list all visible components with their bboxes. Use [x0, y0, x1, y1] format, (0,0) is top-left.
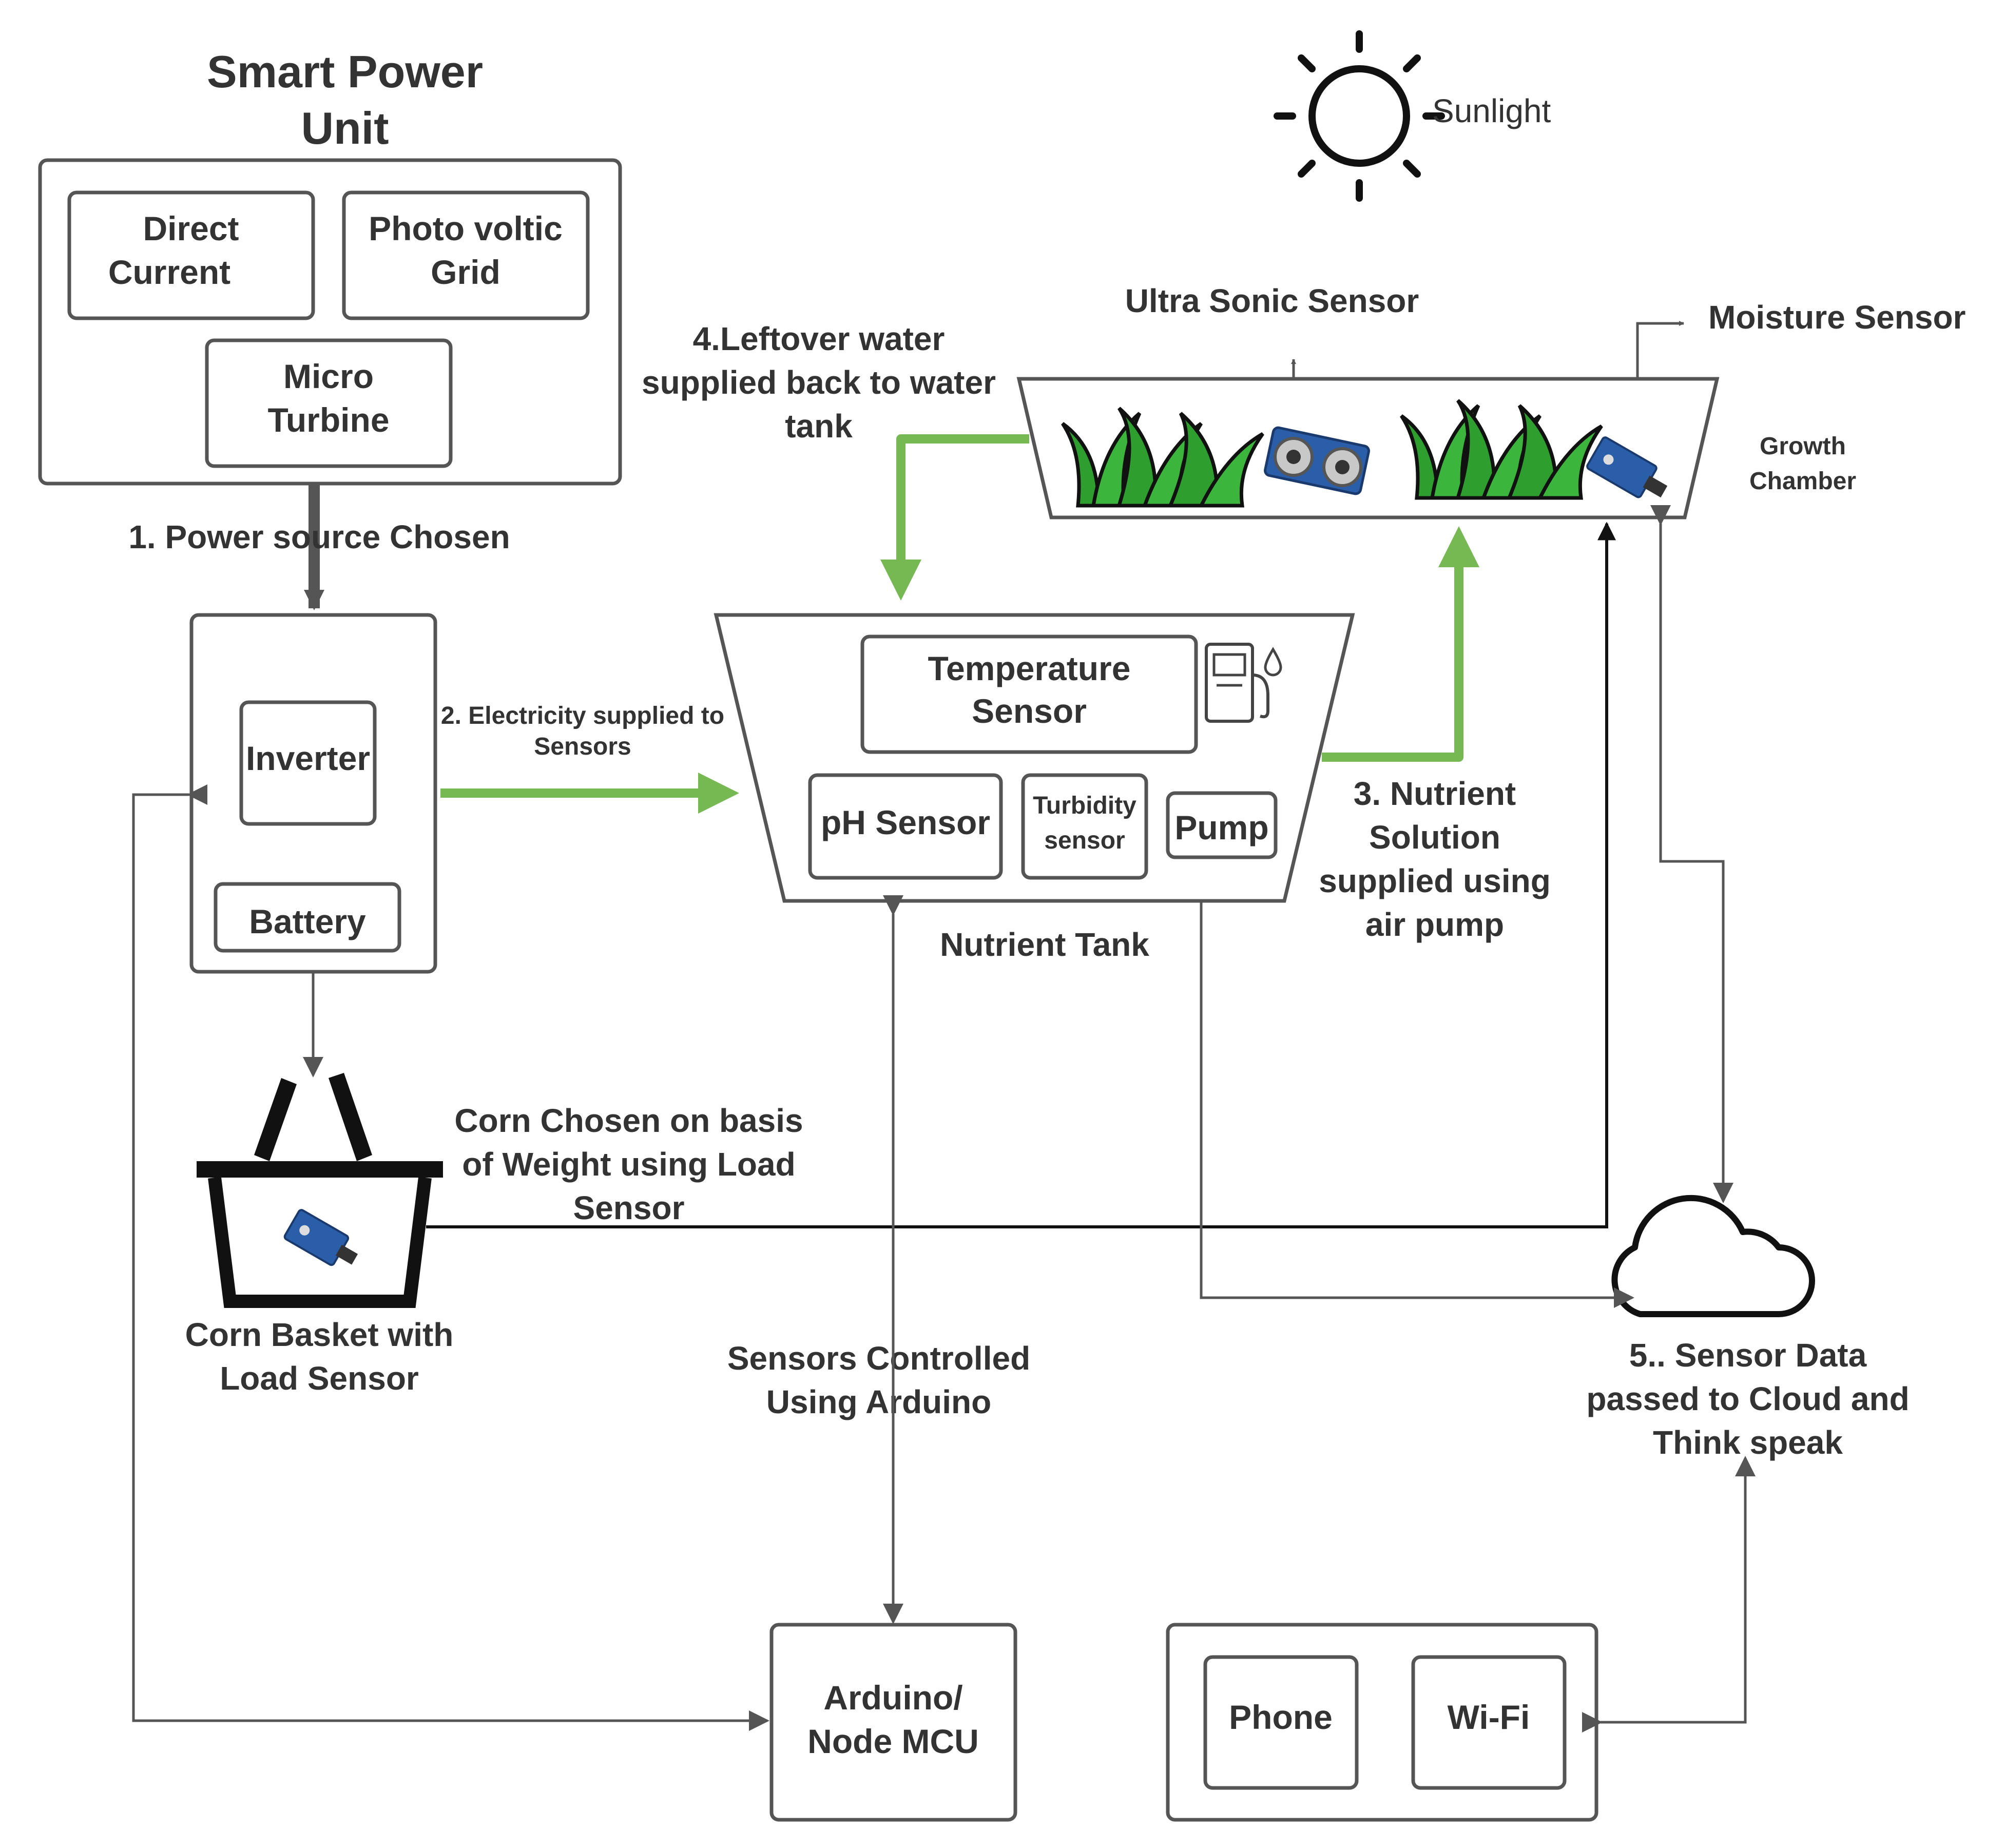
arduino-control-label-2: Using Arduino	[766, 1383, 991, 1420]
corn-chosen-label-1: Corn Chosen on basis	[454, 1102, 803, 1139]
turbidity-label-2: sensor	[1044, 827, 1125, 854]
wifi-label: Wi-Fi	[1448, 1698, 1530, 1736]
step1-label: 1. Power source Chosen	[128, 518, 510, 555]
power-unit-title-line2: Unit	[301, 103, 389, 153]
nutrient-tank-label: Nutrient Tank	[940, 926, 1149, 963]
tank-to-cloud-arrow	[1200, 902, 1634, 1308]
turbidity-label-1: Turbidity	[1033, 792, 1136, 819]
pv-grid-label-1: Photo voltic	[369, 209, 563, 247]
micro-turbine-label-2: Turbine	[267, 401, 389, 439]
growth-chamber: Growth Chamber	[1016, 377, 1856, 519]
step4-label-1: 4.Leftover water	[693, 320, 945, 357]
corn-chosen-label-2: of Weight using Load	[462, 1146, 795, 1183]
step3-label-1: 3. Nutrient	[1354, 775, 1516, 812]
arduino-inverter-link	[132, 784, 769, 1731]
wifi-box[interactable]: Wi-Fi	[1411, 1655, 1567, 1790]
sun-icon	[1274, 30, 1445, 202]
growth-chamber-label-2: Chamber	[1749, 468, 1856, 495]
direct-current-label-2: Current	[108, 253, 230, 291]
battery-box[interactable]: Battery	[214, 882, 401, 953]
nutrient-supply-arrow	[1322, 526, 1479, 762]
phone-box[interactable]: Phone	[1203, 1655, 1359, 1790]
arduino-box[interactable]: Arduino/ Node MCU	[769, 1623, 1017, 1822]
corn-basket-label-1: Corn Basket with	[185, 1316, 454, 1353]
inverter-box[interactable]: Inverter	[239, 700, 377, 826]
step3-label-3: supplied using	[1319, 862, 1551, 899]
smart-power-unit: Smart Power Unit Direct Current Photo vo…	[38, 46, 622, 486]
corn-chosen-label-3: Sensor	[573, 1189, 685, 1226]
moisture-sensor-icon	[1586, 436, 1668, 498]
leftover-water-arrow	[880, 434, 1029, 601]
micro-turbine-box[interactable]: Micro Turbine	[205, 338, 453, 468]
arduino-control-label-1: Sensors Controlled	[727, 1340, 1030, 1377]
temperature-label-1: Temperature	[928, 649, 1131, 687]
pv-grid-label-2: Grid	[431, 253, 500, 291]
corn-basket-label-2: Load Sensor	[220, 1360, 419, 1397]
ph-label: pH Sensor	[821, 803, 990, 841]
load-sensor-icon	[283, 1209, 358, 1266]
step3-label-2: Solution	[1369, 819, 1500, 856]
network-cloud-link	[1582, 1456, 1756, 1732]
step5-label-2: passed to Cloud and	[1586, 1380, 1909, 1417]
pv-grid-box[interactable]: Photo voltic Grid	[342, 190, 590, 320]
battery-label: Battery	[249, 902, 366, 940]
step4-label-3: tank	[785, 408, 853, 445]
micro-turbine-label-1: Micro	[283, 357, 374, 395]
sunlight-label: Sunlight	[1432, 92, 1551, 129]
moisture-arrow	[1636, 321, 1684, 379]
step2-label-1: 2. Electricity supplied to	[441, 702, 724, 729]
step2-label-2: Sensors	[534, 733, 631, 760]
growth-chamber-label-1: Growth	[1760, 433, 1846, 460]
inverter-unit: Inverter Battery	[189, 613, 437, 974]
turbidity-sensor-box[interactable]: Turbidity sensor	[1021, 773, 1148, 880]
phone-label: Phone	[1229, 1698, 1333, 1736]
basket-to-chamber-arrow	[426, 522, 1616, 1228]
nutrient-tank: Temperature Sensor pH Sensor Turbidity s…	[714, 613, 1355, 903]
temperature-sensor-box[interactable]: Temperature Sensor	[860, 634, 1198, 754]
direct-current-label-1: Direct	[143, 209, 239, 247]
step5-label-1: 5.. Sensor Data	[1629, 1337, 1867, 1374]
inverter-label: Inverter	[246, 739, 370, 777]
arduino-label-1: Arduino/	[823, 1679, 962, 1717]
step4-label-2: supplied back to water	[642, 364, 996, 401]
power-unit-title-line1: Smart Power	[207, 46, 483, 97]
chamber-cloud-link	[1650, 505, 1733, 1203]
arduino-label-2: Node MCU	[807, 1722, 979, 1760]
fuel-pump-icon	[1205, 643, 1282, 723]
ultrasonic-sensor-icon	[1264, 426, 1370, 495]
ultrasonic-label: Ultra Sonic Sensor	[1125, 282, 1419, 319]
cloud-icon	[1611, 1195, 1815, 1317]
pump-box[interactable]: Pump	[1166, 791, 1278, 859]
step3-label-4: air pump	[1365, 906, 1504, 943]
moisture-label: Moisture Sensor	[1708, 299, 1966, 336]
step5-label-3: Think speak	[1653, 1424, 1843, 1461]
pump-label: Pump	[1174, 808, 1268, 846]
direct-current-box[interactable]: Direct Current	[67, 190, 315, 320]
ph-sensor-box[interactable]: pH Sensor	[808, 773, 1003, 880]
basket-icon	[197, 1073, 443, 1308]
temperature-label-2: Sensor	[972, 692, 1087, 730]
network-group: Phone Wi-Fi	[1166, 1623, 1598, 1822]
